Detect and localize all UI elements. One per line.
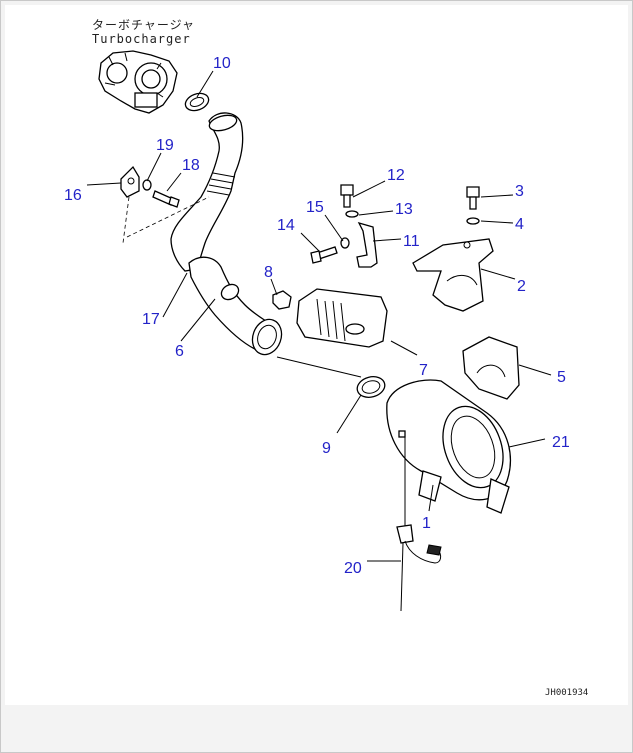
bracket-2	[412, 238, 494, 312]
callout-numbers: 10 19 18 16 17 6 8 14 15 12 13 11 3 4 2 …	[64, 55, 570, 577]
pipe-6	[188, 256, 283, 356]
callout-4: 4	[515, 216, 524, 233]
callout-14: 14	[277, 217, 295, 234]
drawing-code: JH001934	[545, 688, 588, 698]
turbocharger	[98, 50, 178, 114]
diagram-canvas: ターボチャージャ Turbocharger	[5, 5, 628, 705]
hose-17	[170, 112, 244, 272]
callout-16: 16	[64, 187, 82, 204]
assembly-line-16	[122, 196, 210, 244]
muffler-7	[296, 288, 388, 348]
callout-1: 1	[422, 515, 431, 532]
assembly-line-9	[276, 356, 362, 378]
callout-15: 15	[306, 199, 324, 216]
nut-8	[272, 290, 292, 310]
callout-19: 19	[156, 137, 174, 154]
air-cleaner-21	[386, 379, 512, 514]
callout-20: 20	[344, 560, 362, 577]
bolt-3	[466, 186, 480, 210]
callout-6: 6	[175, 343, 184, 360]
callout-11: 11	[403, 233, 420, 250]
sensor-harness-20	[396, 524, 442, 612]
callout-9: 9	[322, 440, 331, 457]
washer-19	[142, 179, 152, 191]
callout-2: 2	[517, 278, 526, 295]
bracket-16	[120, 165, 140, 198]
washer-13	[345, 210, 359, 218]
bracket-5	[462, 336, 520, 400]
bolt-12	[340, 184, 354, 208]
callout-7: 7	[419, 362, 428, 379]
parts-diagram: ターボチャージャ Turbocharger	[64, 18, 588, 698]
callout-17: 17	[142, 311, 160, 328]
turbocharger-label-en: Turbocharger	[92, 32, 191, 46]
turbocharger-label-jp: ターボチャージャ	[92, 18, 195, 32]
callout-10: 10	[213, 55, 231, 72]
hose-clamp-9	[356, 376, 386, 398]
bracket-11	[356, 221, 378, 268]
callout-13: 13	[395, 201, 413, 218]
hose-clamp-10	[184, 92, 210, 112]
callout-8: 8	[264, 264, 273, 281]
callout-3: 3	[515, 183, 524, 200]
bolt-14	[310, 246, 338, 264]
bolt-18	[152, 190, 180, 208]
callout-21: 21	[552, 434, 570, 451]
leader-lines	[86, 70, 552, 562]
callout-12: 12	[387, 167, 405, 184]
callout-5: 5	[557, 369, 566, 386]
washer-4	[466, 217, 480, 225]
callout-18: 18	[182, 157, 200, 174]
